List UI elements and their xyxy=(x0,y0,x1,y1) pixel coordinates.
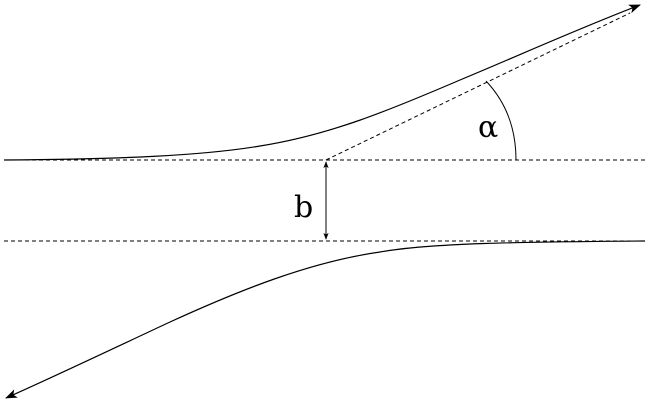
lower-trajectory-curve xyxy=(5,240,646,399)
b-label: b xyxy=(294,190,313,225)
angle-arc xyxy=(485,80,517,161)
upper-trajectory-curve xyxy=(3,4,641,161)
asymptote-dashed-line xyxy=(325,12,631,161)
alpha-label: α xyxy=(478,110,498,145)
